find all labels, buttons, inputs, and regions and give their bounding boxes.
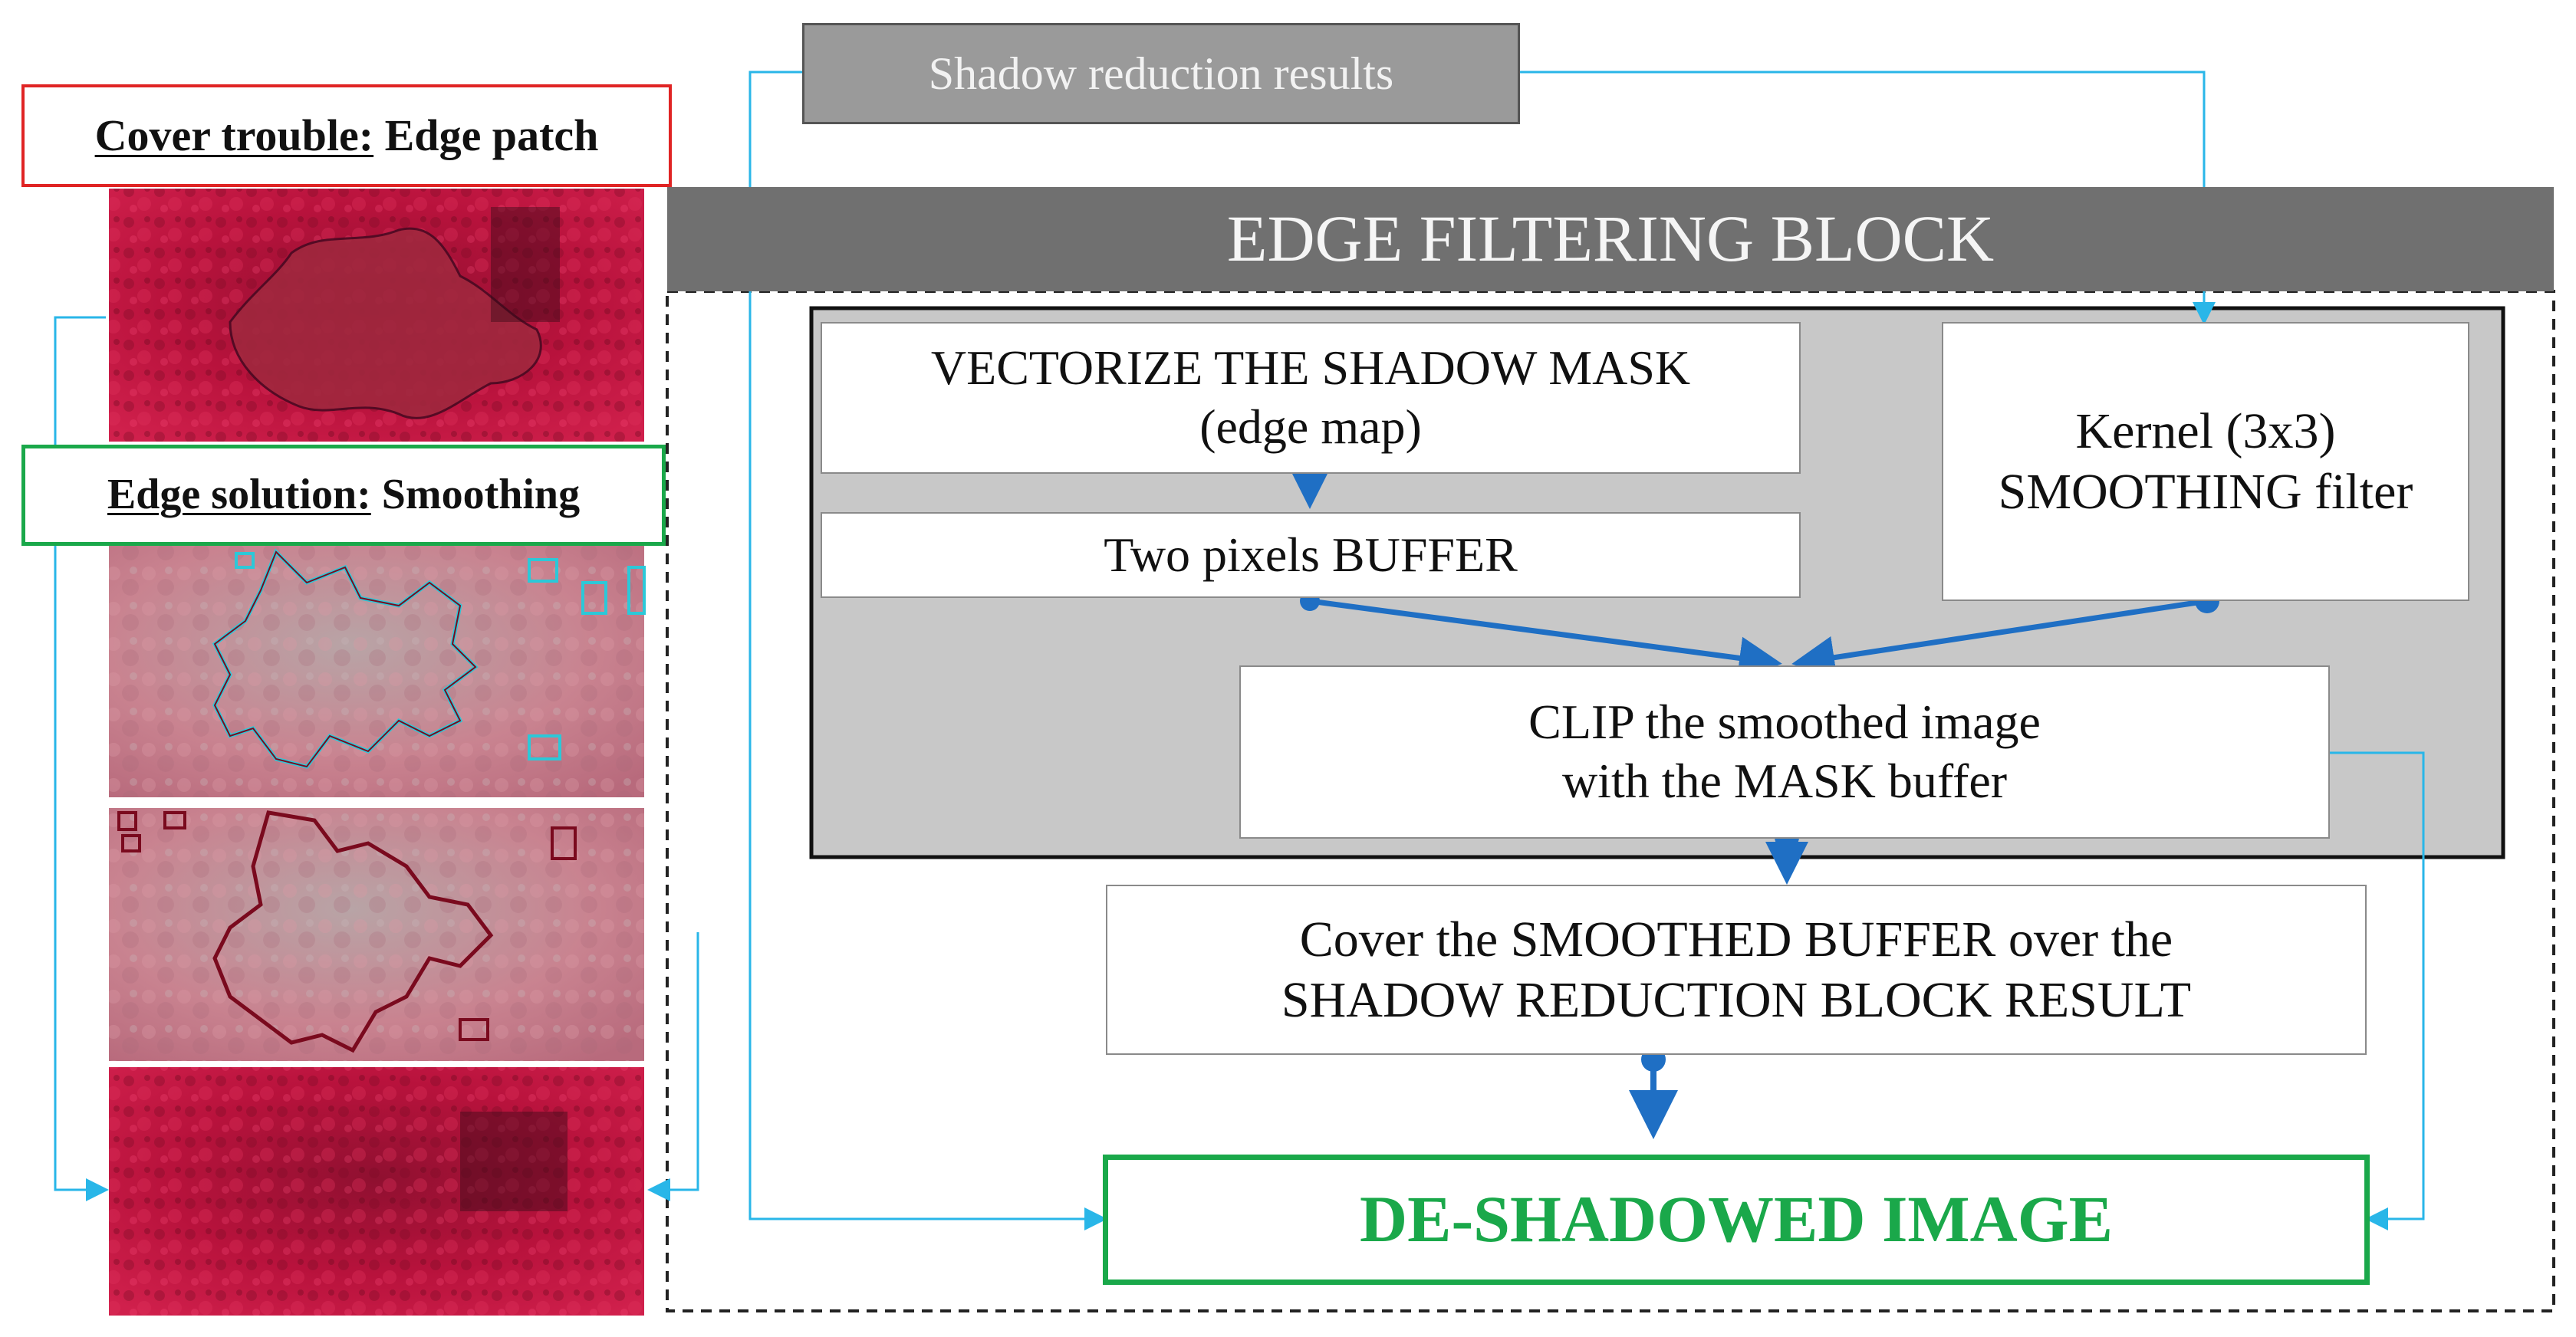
image-panel-edge-cyan [109,544,646,797]
image-panel-edge-dark [109,808,644,1061]
cover-trouble-prefix: Cover trouble: [94,110,374,161]
step-vectorize: VECTORIZE THE SHADOW MASK (edge map) [821,322,1801,474]
shadow-results-box: Shadow reduction results [802,23,1520,124]
edge-solution-prefix: Edge solution: [107,471,371,519]
edge-filtering-dashed-frame [666,290,2555,1312]
step-vectorize-line2: (edge map) [1199,399,1422,454]
step-vectorize-line1: VECTORIZE THE SHADOW MASK [930,340,1691,396]
step-cover: Cover the SMOOTHED BUFFER over the SHADO… [1106,885,2367,1055]
edge-filtering-header: EDGE FILTERING BLOCK [667,187,2554,291]
step-cover-line1: Cover the SMOOTHED BUFFER over the [1299,911,2173,967]
output-label: DE-SHADOWED IMAGE [1360,1182,2113,1257]
step-cover-line2: SHADOW REDUCTION BLOCK RESULT [1281,972,2192,1028]
step-kernel-line1: Kernel (3x3) [2075,402,2336,459]
output-de-shadowed-image: DE-SHADOWED IMAGE [1103,1155,2370,1285]
edge-patch-region [229,227,542,419]
image-panel-original-top [109,189,644,442]
step-buffer-label: Two pixels BUFFER [1104,527,1518,582]
image-panel-result-bottom [109,1067,644,1316]
step-clip: CLIP the smoothed image with the MASK bu… [1239,665,2330,839]
edge-filtering-title: EDGE FILTERING BLOCK [1226,202,1995,276]
step-clip-line2: with the MASK buffer [1561,754,2008,808]
edge-solution-text: Smoothing [381,471,581,519]
cover-trouble-label: Cover trouble: Edge patch [21,84,672,187]
step-buffer: Two pixels BUFFER [821,512,1801,598]
cover-trouble-text: Edge patch [384,110,599,161]
edge-solution-label: Edge solution: Smoothing [21,445,666,546]
edge-outline-dark [212,810,494,1053]
step-kernel: Kernel (3x3) SMOOTHING filter [1942,322,2469,601]
shadow-results-label: Shadow reduction results [928,48,1394,99]
step-clip-line1: CLIP the smoothed image [1528,695,2041,750]
step-kernel-line2: SMOOTHING filter [1998,464,2413,520]
